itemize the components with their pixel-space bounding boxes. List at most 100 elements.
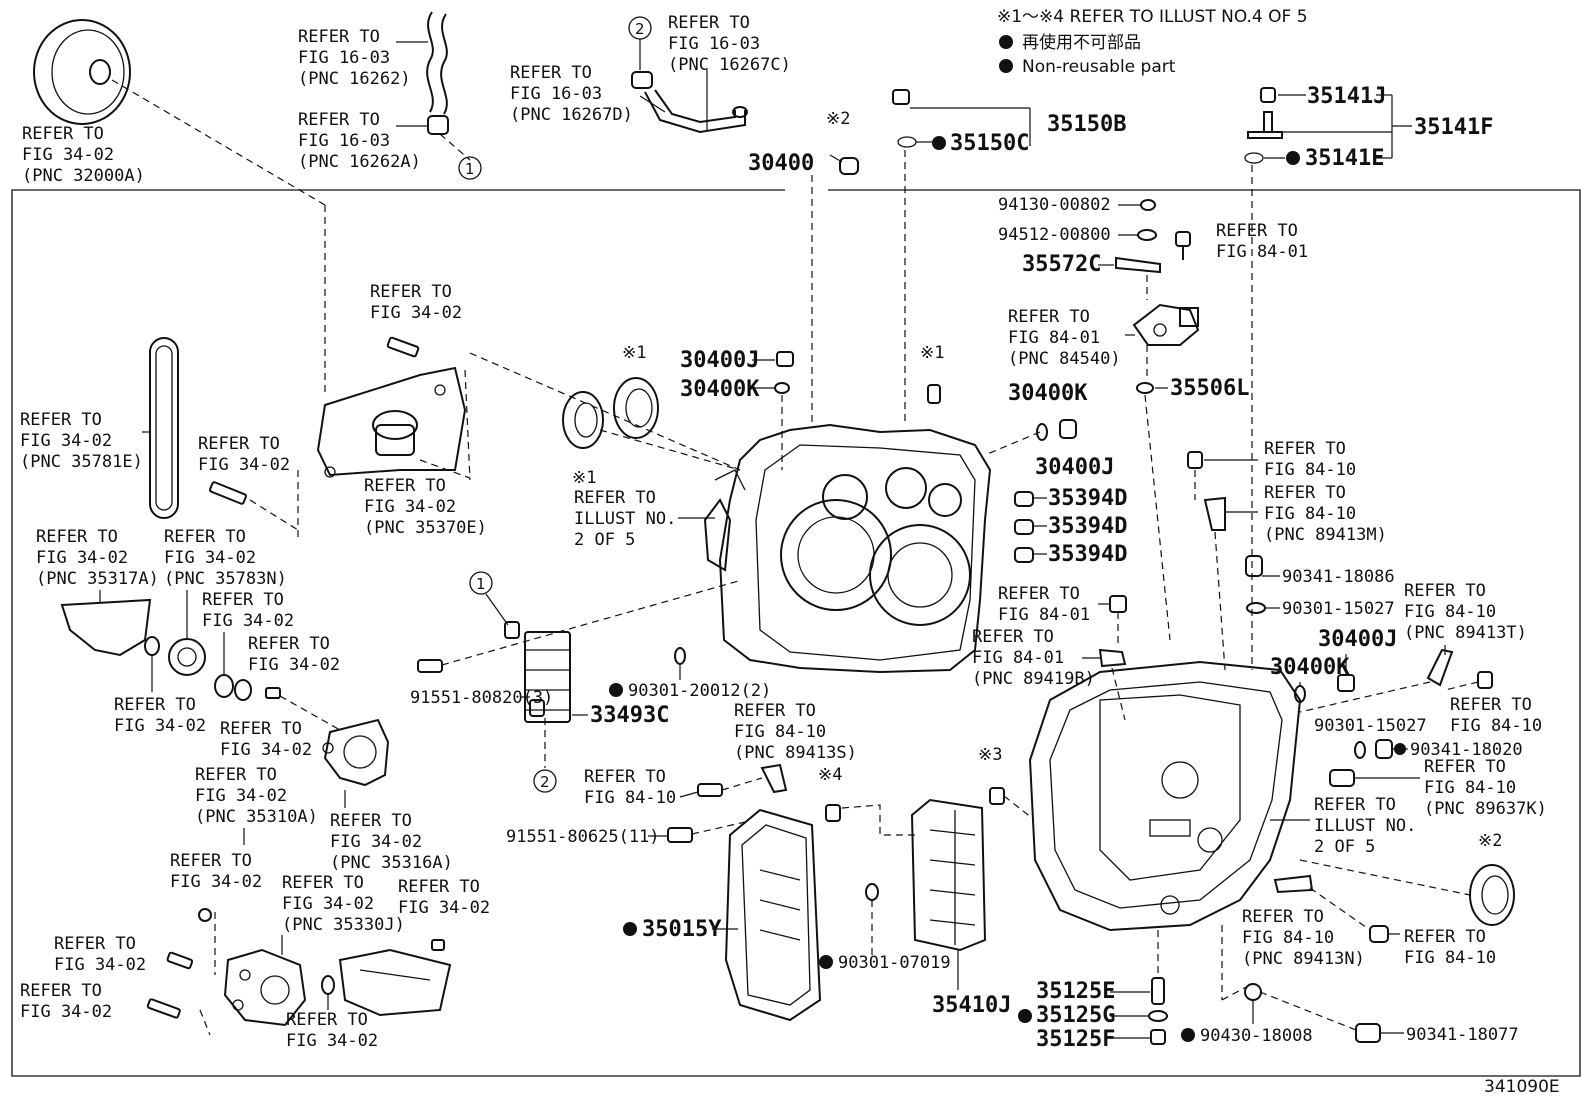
part-33493C: 33493C [590,703,669,728]
svg-text:REFER TO: REFER TO [510,63,592,83]
bearing [214,674,234,698]
label-35310A: REFER TO FIG 34-02 (PNC 35310A) [195,765,318,827]
svg-text:REFER TO: REFER TO [195,765,277,785]
mark-note-1b: ※1 [572,468,596,488]
o-ring [1036,423,1048,441]
assembly-frame [11,189,1581,1077]
label-bolt-e: REFER TO FIG 34-02 [20,981,112,1022]
speed-sensor [760,763,788,794]
svg-text:REFER TO: REFER TO [1404,927,1486,947]
label-ring-b: REFER TO FIG 34-02 [202,590,294,631]
o-ring [321,975,335,995]
label-switch-84540: REFER TO FIG 84-01 (PNC 84540) [1008,307,1121,369]
svg-text:(PNC 35310A): (PNC 35310A) [195,807,318,827]
transmission-oil-pan [724,808,822,1022]
part-94512-00800: 94512-00800 [998,225,1111,245]
svg-text:REFER TO: REFER TO [36,527,118,547]
label-cover-35317A: REFER TO FIG 34-02 (PNC 35317A) [36,527,159,589]
label-bolt-b: REFER TO FIG 34-02 [198,434,290,475]
nut [1140,199,1156,211]
non-reusable-dot-icon [1181,1028,1195,1042]
svg-text:(PNC 16267C): (PNC 16267C) [668,55,791,75]
part-35394D-2: 35394D [1048,514,1127,539]
part-35125F: 35125F [1036,1027,1115,1052]
oil-plug-assembly [1244,87,1412,670]
svg-text:REFER TO: REFER TO [370,282,452,302]
mark-note-2b: ※2 [1478,831,1502,851]
part-35015Y: 35015Y [642,917,722,942]
drain-plug-set [1110,977,1168,1045]
label-bolt-c: REFER TO FIG 34-02 [398,877,490,918]
svg-text:(PNC 89413S): (PNC 89413S) [734,743,857,763]
chain-cover [60,598,152,657]
label-gear-35783N: REFER TO FIG 34-02 (PNC 35783N) [164,527,287,589]
svg-text:FIG 34-02: FIG 34-02 [330,832,422,852]
svg-text:FIG 84-10: FIG 84-10 [1404,602,1496,622]
snap-ring [234,679,252,701]
svg-text:REFER TO: REFER TO [398,877,480,897]
label-pump-35370E: REFER TO FIG 34-02 (PNC 35370E) [364,476,487,538]
svg-text:FIG 84-10: FIG 84-10 [584,788,676,808]
pump-cover [322,718,390,787]
position-sensor [1098,648,1127,668]
bolt [1477,671,1493,689]
svg-text:FIG 34-02: FIG 34-02 [398,898,490,918]
non-reusable-dot-icon [1286,151,1300,165]
gasket [1244,983,1262,1001]
svg-text:REFER TO: REFER TO [1264,483,1346,503]
svg-text:REFER TO: REFER TO [1242,907,1324,927]
neutral-start-switch [1125,303,1200,378]
o-ring [674,647,686,665]
part-91551-80820: 91551-80820(3) [410,688,553,708]
plug [198,908,212,922]
part-30400K: 30400K [680,377,760,402]
svg-text:FIG 84-10: FIG 84-10 [1264,504,1356,524]
part-35410J: 35410J [932,993,1011,1018]
svg-text:(PNC 35317A): (PNC 35317A) [36,569,159,589]
bolt [1369,925,1389,943]
callout-1b-text: 1 [476,575,486,593]
label-ring-a: REFER TO FIG 34-02 [114,695,206,736]
label-sensor-89413S: REFER TO FIG 84-10 (PNC 89413S) [734,701,857,763]
part-30400J-b: 30400J [1035,455,1114,480]
bolt [417,659,443,673]
svg-text:FIG 34-02: FIG 34-02 [220,740,312,760]
svg-text:FIG 84-10: FIG 84-10 [1404,948,1496,968]
drain-plug [1355,1023,1381,1043]
callout-2b-text: 2 [540,773,550,791]
callout-circle-1 [458,156,482,180]
svg-text:(PNC 35370E): (PNC 35370E) [364,518,487,538]
plug [776,351,794,367]
svg-text:FIG 84-01: FIG 84-01 [998,605,1090,625]
svg-text:REFER TO: REFER TO [286,1010,368,1030]
valve-body [910,798,987,990]
non-reusable-dot-icon [999,35,1013,49]
svg-text:REFER TO: REFER TO [584,767,666,787]
svg-text:REFER TO: REFER TO [170,851,252,871]
svg-text:FIG 34-02: FIG 34-02 [114,716,206,736]
label-sensor-89637K: REFER TO FIG 84-10 (PNC 89637K) [1424,757,1547,819]
bolt [825,804,841,822]
drain-plug [1245,555,1263,577]
svg-text:REFER TO: REFER TO [248,634,330,654]
part-94130-00802: 94130-00802 [998,195,1111,215]
bolt [1109,595,1127,613]
part-35150C: 35150C [950,131,1029,156]
part-35150B: 35150B [1047,112,1126,137]
svg-text:FIG 84-10: FIG 84-10 [1264,460,1356,480]
gasket [1246,602,1266,614]
transmission-case [703,423,992,674]
svg-text:(PNC 32000A): (PNC 32000A) [22,166,145,186]
o-ring [774,382,790,394]
bolt [667,827,693,843]
label-bolt-f: REFER TO FIG 84-10 [584,767,676,808]
oil-cooler-hose-2 [628,16,748,134]
svg-text:REFER TO: REFER TO [998,584,1080,604]
label-hose-16262A: REFER TO FIG 16-03 (PNC 16262A) [298,110,421,172]
svg-text:REFER TO: REFER TO [1404,581,1486,601]
svg-text:(PNC 89637K): (PNC 89637K) [1424,799,1547,819]
svg-text:REFER TO: REFER TO [972,627,1054,647]
part-35141J: 35141J [1307,84,1386,109]
oil-cooler-hose [396,11,471,161]
breather-plug [892,89,1031,425]
